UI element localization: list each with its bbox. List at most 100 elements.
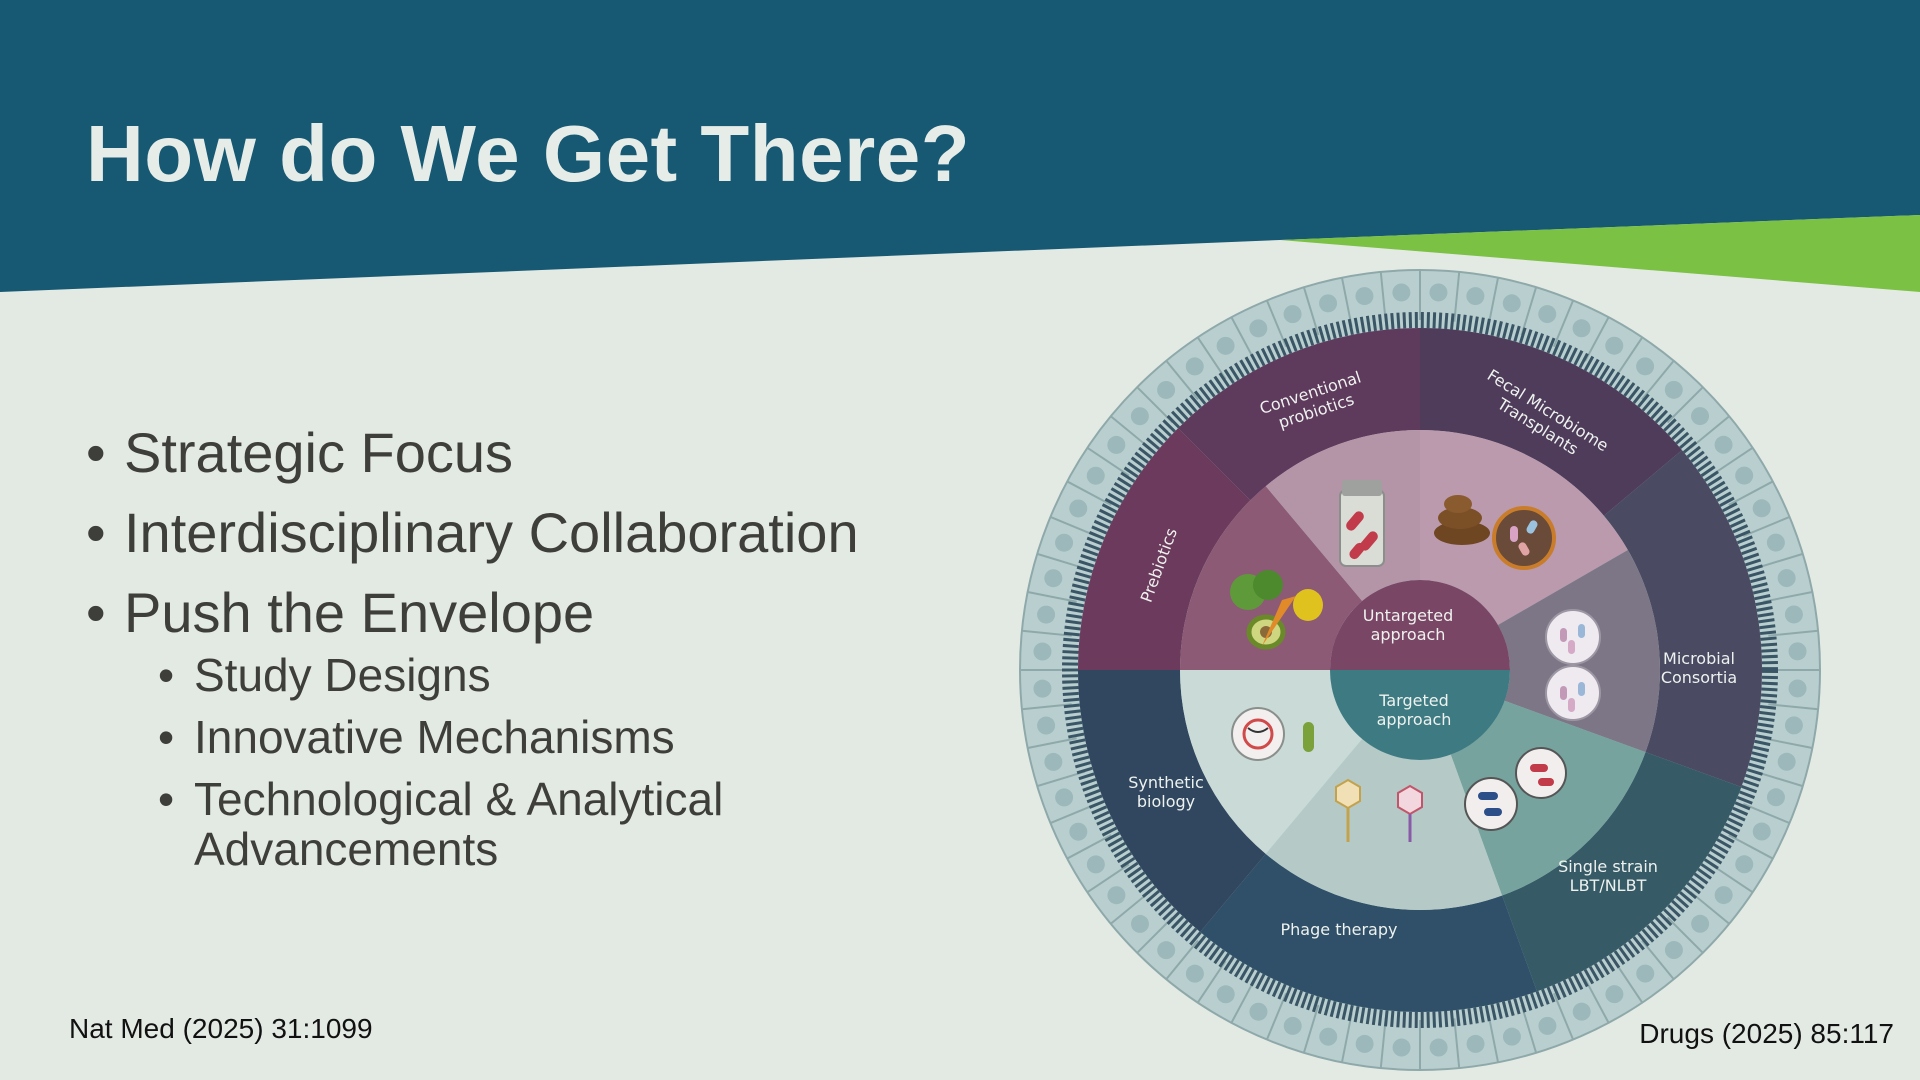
bacteriophage-icon <box>1335 778 1423 842</box>
probiotic-bottle-icon <box>1339 480 1385 567</box>
cell-wall <box>1196 960 1227 1004</box>
cell-nucleus <box>1636 964 1655 983</box>
fecal-microbe-circle-icon <box>1492 506 1556 570</box>
cell-wall <box>1520 286 1538 336</box>
cell-nucleus <box>1086 855 1105 874</box>
cell-wall <box>1520 1004 1538 1054</box>
cell-wall <box>1086 863 1130 894</box>
citation-right: Drugs (2025) 85:117 <box>1639 1018 1894 1049</box>
single-strain-bacteria-icon <box>1464 747 1567 831</box>
cell-nucleus <box>1319 294 1338 313</box>
cell-wall <box>1066 834 1112 860</box>
cell-nucleus <box>1044 569 1063 588</box>
cell-nucleus <box>1044 752 1063 771</box>
cell-nucleus <box>1572 319 1591 338</box>
cell-wall <box>1728 480 1774 506</box>
cell-nucleus <box>1249 1002 1268 1021</box>
cell-nucleus <box>1691 407 1710 426</box>
outer-sector <box>1502 752 1742 992</box>
cell-nucleus <box>1033 679 1052 698</box>
cell-nucleus <box>1502 1027 1521 1046</box>
cell-nucleus <box>1766 533 1785 552</box>
cell-nucleus <box>1216 336 1235 355</box>
cell-nucleus <box>1283 305 1302 324</box>
bullet-item: Interdisciplinary Collaboration <box>86 500 859 566</box>
vegetables-icon <box>1230 570 1323 650</box>
cell-nucleus <box>1766 788 1785 807</box>
cell-wall <box>1768 629 1819 637</box>
cell-nucleus <box>1788 679 1807 698</box>
cell-nucleus <box>1185 964 1204 983</box>
cell-wall <box>1689 891 1730 925</box>
cell-nucleus <box>1216 985 1235 1004</box>
cell-nucleus <box>1605 336 1624 355</box>
cell-wall <box>1666 916 1704 954</box>
cell-wall <box>1453 271 1461 322</box>
blue-header-shape <box>0 0 1920 292</box>
cell-nucleus <box>1714 435 1733 454</box>
stool-icon <box>1434 495 1490 545</box>
cell-nucleus <box>1319 1027 1338 1046</box>
bullet-item: Strategic Focus <box>86 420 859 486</box>
cell-nucleus <box>1777 752 1796 771</box>
cell-nucleus <box>1157 941 1176 960</box>
cell-wall <box>1230 316 1256 362</box>
sub-bullet-list: Study Designs Innovative Mechanisms Tech… <box>158 650 859 874</box>
cell-nucleus <box>1283 1016 1302 1035</box>
outer-sector <box>1200 853 1537 1013</box>
cell-wall <box>1165 360 1199 401</box>
cell-wall <box>1066 480 1112 506</box>
cell-wall <box>1641 360 1675 401</box>
cell-wall <box>1613 336 1644 380</box>
cell-wall <box>1036 770 1086 788</box>
cell-wall <box>1768 703 1819 711</box>
cell-wall <box>1021 629 1072 637</box>
cell-nucleus <box>1735 855 1754 874</box>
cell-wall <box>1613 960 1644 1004</box>
cell-wall <box>1340 1013 1353 1063</box>
cell-wall <box>1165 939 1199 980</box>
cell-nucleus <box>1185 357 1204 376</box>
citation-left: Nat Med (2025) 31:1099 <box>69 1013 373 1044</box>
cell-nucleus <box>1466 287 1485 306</box>
cell-nucleus <box>1714 886 1733 905</box>
cell-wall <box>1027 737 1077 750</box>
cell-nucleus <box>1538 1016 1557 1035</box>
cell-nucleus <box>1777 569 1796 588</box>
cell-wall <box>1553 300 1574 348</box>
therapy-sectors <box>1078 328 1762 1013</box>
outer-sector <box>1178 328 1420 501</box>
cell-wall <box>1763 590 1813 603</box>
cell-wall <box>1487 277 1500 327</box>
bullet-item: Push the Envelope Study Designs Innovati… <box>86 580 859 874</box>
cell-nucleus <box>1502 294 1521 313</box>
cell-nucleus <box>1107 435 1126 454</box>
cell-nucleus <box>1130 407 1149 426</box>
cell-wall <box>1302 1004 1320 1054</box>
cell-wall <box>1584 978 1610 1024</box>
cell-wall <box>1266 992 1287 1040</box>
cell-nucleus <box>1069 822 1088 841</box>
phage-therapy-label: Phage therapy <box>1281 920 1398 939</box>
cell-wall <box>1086 446 1130 477</box>
cell-nucleus <box>1664 941 1683 960</box>
cell-nucleus <box>1752 499 1771 518</box>
cell-wall <box>1050 516 1098 537</box>
untargeted-half <box>1330 580 1510 670</box>
cell-nucleus <box>1784 716 1803 735</box>
cell-wall <box>1553 992 1574 1040</box>
cell-nucleus <box>1037 605 1056 624</box>
cell-wall <box>1754 552 1804 570</box>
cell-wall <box>1050 803 1098 824</box>
cell-wall <box>1036 552 1086 570</box>
cell-wall <box>1266 300 1287 348</box>
cell-nucleus <box>1157 380 1176 399</box>
outer-sector <box>1603 450 1762 787</box>
cell-wall <box>1742 803 1790 824</box>
targeted-half <box>1330 670 1510 760</box>
cell-wall <box>1710 446 1754 477</box>
